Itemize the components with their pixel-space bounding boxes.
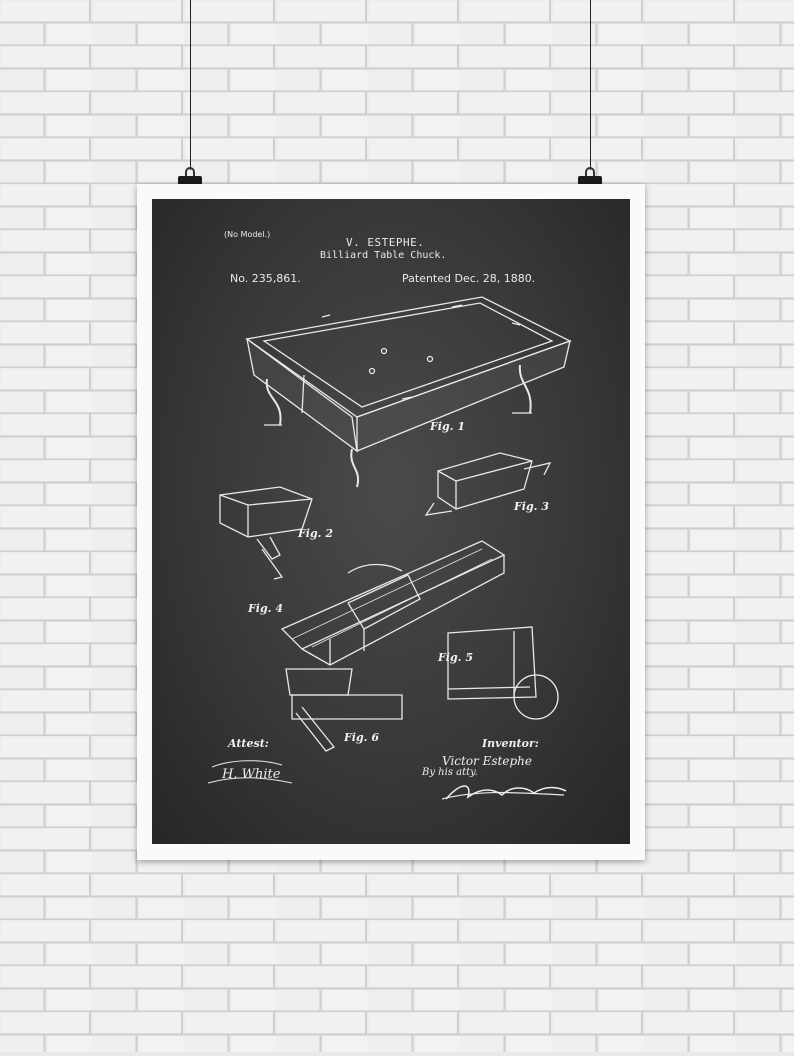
fig-3-label: Fig. 3 — [514, 500, 549, 513]
fig-4-label: Fig. 4 — [248, 602, 283, 615]
inventor-header: V. ESTEPHE. — [346, 236, 425, 249]
corner-detail-drawing-5 — [447, 626, 559, 720]
hanging-wire-right — [590, 0, 591, 170]
billiard-table-drawing — [245, 296, 572, 488]
hanging-wire-left — [190, 0, 191, 170]
witness-signature: H. White — [222, 767, 281, 782]
attorney-signature — [445, 785, 567, 800]
fig-2-label: Fig. 2 — [298, 527, 333, 540]
fig-1-label: Fig. 1 — [430, 420, 465, 433]
patent-number: No. 235,861. — [230, 272, 301, 285]
inventor-signature: Victor Estephe — [442, 754, 532, 768]
patent-title: Billiard Table Chuck. — [320, 250, 447, 261]
inventor-label: Inventor: — [482, 737, 539, 750]
patent-drawing — [207, 296, 572, 800]
cushion-detail-drawing-6 — [285, 668, 403, 752]
fig-5-label: Fig. 5 — [438, 651, 473, 664]
patent-date: Patented Dec. 28, 1880. — [402, 272, 536, 285]
fig-6-label: Fig. 6 — [344, 731, 379, 744]
rail-section-drawing-4 — [280, 540, 506, 666]
chuck-piece-drawing-3 — [424, 452, 552, 516]
chuck-piece-drawing-2 — [219, 486, 313, 580]
no-model-label: (No Model.) — [224, 230, 271, 239]
patent-chalkboard-print: (No Model.) V. ESTEPHE. Billiard Table C… — [152, 199, 630, 844]
by-attorney-label: By his atty. — [422, 767, 478, 778]
attest-label: Attest: — [228, 737, 269, 750]
